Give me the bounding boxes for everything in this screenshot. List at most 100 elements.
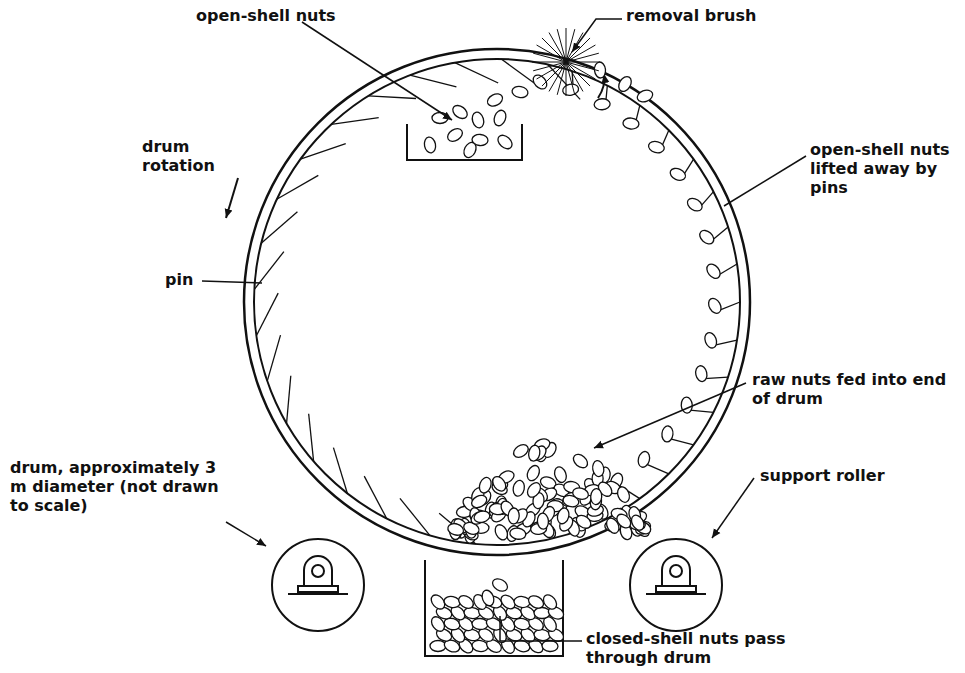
open-shell-nut (703, 331, 719, 350)
brush-bristle (549, 33, 566, 62)
brush-bristle (566, 62, 583, 91)
open-shell-nut (636, 88, 655, 104)
pin (256, 293, 278, 336)
closed-shell-nut (526, 593, 545, 610)
pin (400, 498, 430, 535)
callout-label: support roller (760, 466, 940, 485)
open-shell-nut (495, 133, 514, 152)
pin (647, 464, 669, 473)
callout-label: pin (165, 270, 205, 289)
raw-nut (490, 474, 508, 493)
open-shell-nut (661, 425, 674, 442)
raw-nut (477, 476, 493, 495)
open-shell-nut (492, 109, 508, 128)
open-shell-nut (485, 91, 504, 108)
raw-nut (508, 508, 520, 525)
pin (670, 439, 693, 445)
callout-label: drum rotation (142, 137, 232, 175)
open-shell-nut (704, 262, 723, 281)
brush-bristle (566, 45, 595, 62)
callout-label: raw nuts fed into end of drum (752, 370, 952, 408)
open-shell-nut (562, 83, 580, 97)
closed-shell-nut (534, 607, 550, 619)
raw-nut (591, 460, 605, 478)
closed-shell-nut (490, 576, 509, 594)
open-shell-nut (511, 85, 529, 99)
open-shell-nut (423, 136, 437, 154)
closed-shell-nut (541, 592, 560, 611)
rotation-arrow (226, 178, 238, 218)
open-shell-nut (594, 98, 611, 110)
pin (410, 75, 456, 87)
brush-bristle (566, 62, 600, 63)
callout-label: open-shell nuts (196, 6, 396, 25)
callout-label: open-shell nuts lifted away by pins (810, 140, 960, 197)
open-shell-nut (637, 450, 652, 468)
open-shell-nut (694, 365, 708, 383)
raw-nut (525, 464, 542, 483)
raw-nut (470, 493, 489, 510)
open-shell-nut (647, 140, 665, 155)
callout-label: closed-shell nuts pass through drum (586, 629, 821, 667)
pin (368, 96, 416, 99)
brush-bristle (557, 29, 566, 62)
raw-nut (553, 465, 569, 484)
open-shell-nut (706, 296, 724, 315)
pin (331, 118, 378, 125)
brush-bristle (566, 28, 567, 62)
pin (455, 63, 498, 83)
brush-bristle (566, 62, 575, 95)
brush-bristle (533, 62, 566, 71)
brush-bristle (566, 62, 567, 96)
brush-bristle (532, 62, 566, 63)
raw-nut (590, 488, 602, 505)
pin (267, 335, 280, 381)
support-roller-left (272, 539, 364, 631)
raw-nut (629, 513, 647, 532)
closed-shell-nut (513, 596, 530, 609)
closed-shell-nut (456, 593, 475, 611)
pin (690, 410, 714, 412)
pin (309, 414, 314, 462)
pin (277, 175, 319, 199)
brush-bristle (566, 53, 599, 62)
open-shell-tray (407, 124, 522, 160)
open-shell-nut (668, 166, 687, 183)
nuts-and-pins (254, 28, 740, 656)
pin (287, 376, 291, 424)
raw-nut (525, 480, 543, 499)
raw-nut (512, 479, 526, 497)
open-shell-nut (450, 103, 469, 121)
open-shell-nut (697, 228, 716, 247)
raw-nut (571, 452, 590, 471)
raw-nut (571, 486, 589, 501)
closed-shell-nut (542, 640, 559, 652)
support-roller-right (630, 539, 722, 631)
raw-nut (537, 513, 549, 530)
raw-nut (615, 485, 631, 504)
callout-label: removal brush (626, 6, 826, 25)
open-shell-nut (622, 117, 639, 130)
raw-nut (527, 444, 541, 462)
raw-nut (511, 442, 530, 460)
pin (300, 144, 345, 160)
drum-inner (254, 59, 740, 545)
raw-nut (446, 522, 465, 537)
brush-bristle (537, 62, 566, 79)
open-shell-nut (471, 111, 486, 129)
raw-nut (574, 513, 593, 531)
open-shell-nut (462, 140, 479, 159)
callout-label: drum, approximately 3 m diameter (not dr… (10, 458, 228, 515)
pin (364, 476, 386, 518)
closed-shell-nut (430, 641, 446, 652)
open-shell-nut (685, 196, 704, 214)
pin (333, 448, 347, 494)
raw-nut (614, 512, 633, 531)
raw-nut (493, 523, 510, 542)
pin (261, 212, 297, 243)
pin (704, 377, 728, 379)
open-shell-nut (616, 74, 634, 93)
raw-nut (509, 527, 527, 541)
